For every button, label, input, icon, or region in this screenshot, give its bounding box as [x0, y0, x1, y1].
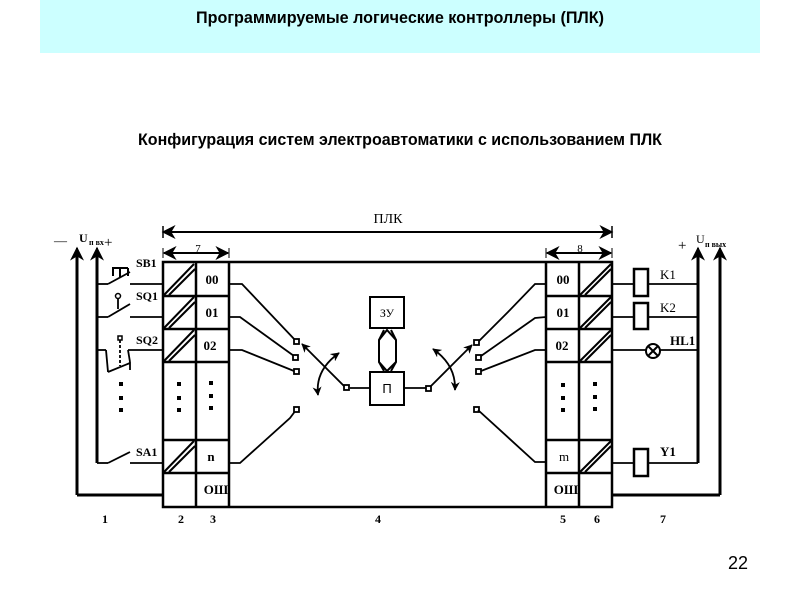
- supply-voltage-symbol: U: [79, 231, 88, 245]
- device-label-k2: K2: [660, 300, 676, 315]
- plus-sign: +: [104, 235, 112, 251]
- output-supply-rails: [612, 255, 722, 497]
- output-channel-00: 00: [557, 272, 570, 287]
- output-channel-m: m: [559, 449, 569, 464]
- input-channel-labels: 00 01 02 n ОШ: [204, 272, 229, 497]
- supply-voltage-subscript: п вых: [705, 240, 726, 249]
- input-supply-label: — U п вх +: [53, 231, 112, 251]
- section-number-3: 3: [210, 512, 216, 526]
- plc-label: ПЛК: [374, 212, 404, 227]
- processor-label: П: [382, 381, 391, 396]
- input-channel-00: 00: [206, 272, 219, 287]
- device-label-k1: K1: [660, 267, 676, 282]
- section-number-4: 4: [375, 512, 381, 526]
- device-label-hl1: HL1: [670, 333, 695, 348]
- output-selector-arm: [404, 344, 473, 392]
- device-label-sa1: SA1: [136, 445, 157, 459]
- device-label-sb1: SB1: [136, 256, 157, 270]
- input-channel-common: ОШ: [204, 482, 229, 497]
- plc-dimension: ПЛК: [161, 212, 614, 239]
- slide-subtitle: Конфигурация систем электроавтоматики с …: [138, 131, 662, 149]
- output-device-labels: K1 K2 HL1 Y1: [660, 267, 695, 459]
- relay-coil-k1-icon: [632, 267, 650, 298]
- output-channel-labels: 00 01 02 m ОШ: [554, 272, 579, 497]
- section-number-1: 1: [102, 512, 108, 526]
- memory-label: ЗУ: [380, 306, 395, 320]
- section-number-2: 2: [178, 512, 184, 526]
- header-band: [40, 0, 760, 53]
- input-supply-rails: [75, 255, 163, 497]
- plus-sign: +: [678, 238, 686, 254]
- solenoid-y1-icon: [632, 447, 650, 478]
- input-device-wiring: [97, 267, 163, 464]
- lamp-hl1-icon: [645, 343, 661, 359]
- output-internal-wiring: [477, 283, 547, 463]
- memory-processor-bus: [378, 328, 397, 373]
- input-channel-02: 02: [204, 338, 217, 353]
- output-width-label: 8: [577, 243, 583, 255]
- output-device-wiring: [612, 283, 698, 464]
- slide-title: Программируемые логические контроллеры (…: [195, 8, 605, 27]
- input-width-label: 7: [195, 243, 201, 255]
- input-selector-arm: [301, 343, 370, 396]
- output-channel-common: ОШ: [554, 482, 579, 497]
- section-numbers: 1 2 3 4 5 6 7: [102, 512, 666, 526]
- device-label-y1: Y1: [660, 444, 676, 459]
- input-channel-01: 01: [206, 305, 219, 320]
- ellipsis-dots: [119, 381, 597, 412]
- output-supply-arrows: [691, 246, 727, 262]
- output-width-dimension: 8: [545, 243, 613, 260]
- minus-sign: —: [53, 233, 68, 248]
- sq1-actuator-icon: [114, 292, 122, 300]
- section-number-6: 6: [594, 512, 600, 526]
- section-number-7: 7: [660, 512, 666, 526]
- output-channel-01: 01: [557, 305, 570, 320]
- output-isolation-marks: [579, 263, 612, 473]
- sq2-actuator-icon: [117, 335, 123, 341]
- supply-voltage-symbol: U: [696, 232, 705, 246]
- section-number-5: 5: [560, 512, 566, 526]
- device-label-sq2: SQ2: [136, 333, 158, 347]
- input-selector-contacts: [292, 338, 300, 413]
- input-width-dimension: 7: [162, 243, 230, 260]
- input-device-labels: SB1 SQ1 SQ2 SA1: [136, 256, 158, 459]
- output-selector-contacts: [473, 339, 482, 413]
- output-module: [544, 262, 612, 507]
- output-supply-label: + U п вых: [678, 232, 726, 254]
- plc-outline: [161, 260, 614, 509]
- output-channel-02: 02: [556, 338, 569, 353]
- input-isolation-marks: [163, 263, 196, 473]
- input-supply-arrows: [70, 246, 104, 262]
- input-internal-wiring: [230, 283, 297, 464]
- relay-coil-k2-icon: [632, 301, 650, 331]
- device-label-sq1: SQ1: [136, 289, 158, 303]
- supply-voltage-subscript: п вх: [89, 238, 104, 247]
- input-module: [163, 262, 231, 507]
- input-channel-n: n: [207, 449, 215, 464]
- page-number: 22: [728, 553, 749, 573]
- memory-block: [369, 296, 405, 329]
